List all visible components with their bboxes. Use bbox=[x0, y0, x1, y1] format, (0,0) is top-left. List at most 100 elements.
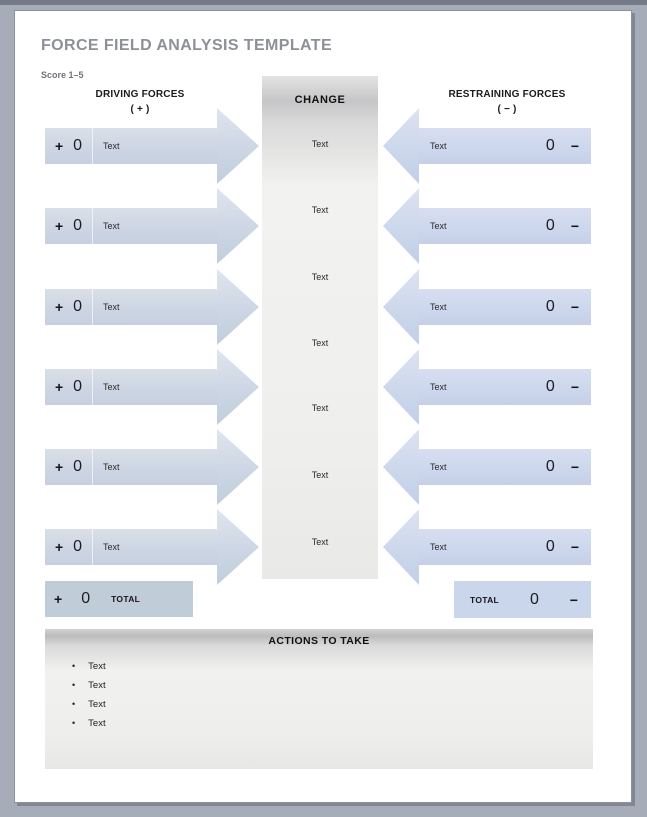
driving-forces-header: DRIVING FORCES ( + ) bbox=[35, 87, 245, 117]
restraining-bar: Text 0 − bbox=[418, 529, 591, 565]
restraining-total-row: TOTAL 0 − bbox=[454, 581, 591, 618]
restraining-forces-label: RESTRAINING FORCES bbox=[448, 89, 566, 100]
score-field[interactable]: 0 bbox=[73, 137, 83, 154]
restraining-forces-header: RESTRAINING FORCES ( − ) bbox=[401, 87, 613, 117]
driving-row: + 0 Text bbox=[45, 108, 259, 184]
plus-sign: + bbox=[54, 591, 63, 607]
force-text-field[interactable]: Text bbox=[103, 141, 120, 151]
force-text-field[interactable]: Text bbox=[103, 302, 120, 312]
arrow-right-icon bbox=[217, 509, 259, 585]
page-title: FORCE FIELD ANALYSIS TEMPLATE bbox=[41, 37, 333, 54]
change-text-field[interactable]: Text bbox=[311, 470, 329, 480]
bullet-icon: • bbox=[72, 699, 76, 709]
score-field[interactable]: 0 bbox=[73, 298, 83, 315]
force-text-field[interactable]: Text bbox=[430, 302, 447, 312]
driving-bar: + 0 Text bbox=[45, 208, 218, 244]
score-field[interactable]: 0 bbox=[73, 538, 83, 555]
score-field[interactable]: 0 bbox=[545, 298, 555, 315]
restraining-bar: Text 0 − bbox=[418, 449, 591, 485]
driving-bar: + 0 Text bbox=[45, 449, 218, 485]
restraining-row: Text 0 − bbox=[383, 429, 591, 505]
minus-sign: − bbox=[569, 591, 578, 608]
restraining-bar: Text 0 − bbox=[418, 369, 591, 405]
score-field[interactable]: 0 bbox=[545, 378, 555, 395]
restraining-bar: Text 0 − bbox=[418, 289, 591, 325]
minus-sign: − bbox=[570, 299, 579, 315]
action-text-field[interactable]: Text bbox=[88, 718, 106, 729]
force-text-field[interactable]: Text bbox=[430, 542, 447, 552]
score-cell: + 0 bbox=[45, 208, 93, 244]
total-score-field[interactable]: 0 bbox=[81, 590, 91, 607]
restraining-bar: Text 0 − bbox=[418, 128, 591, 164]
force-text-field[interactable]: Text bbox=[103, 462, 120, 472]
driving-row: + 0 Text bbox=[45, 269, 259, 345]
document-page: FORCE FIELD ANALYSIS TEMPLATE Score 1–5 … bbox=[14, 10, 632, 803]
restraining-bar: Text 0 − bbox=[418, 208, 591, 244]
action-text-field[interactable]: Text bbox=[88, 680, 106, 691]
arrow-right-icon bbox=[217, 429, 259, 505]
restraining-row: Text 0 − bbox=[383, 509, 591, 585]
restraining-forces-sign: ( − ) bbox=[497, 104, 517, 115]
plus-sign: + bbox=[54, 539, 64, 555]
score-field[interactable]: 0 bbox=[73, 378, 83, 395]
plus-sign: + bbox=[54, 138, 64, 154]
change-text-field[interactable]: Text bbox=[311, 537, 329, 547]
change-text-field[interactable]: Text bbox=[311, 338, 329, 348]
total-score-field[interactable]: 0 bbox=[529, 590, 539, 608]
score-field[interactable]: 0 bbox=[545, 137, 555, 154]
arrow-right-icon bbox=[217, 269, 259, 345]
minus-sign: − bbox=[570, 539, 579, 555]
score-cell: + 0 bbox=[45, 449, 93, 485]
driving-bar: + 0 Text bbox=[45, 529, 218, 565]
arrow-left-icon bbox=[383, 108, 419, 184]
score-note: Score 1–5 bbox=[41, 70, 84, 80]
force-text-field[interactable]: Text bbox=[430, 382, 447, 392]
driving-bar: + 0 Text bbox=[45, 369, 218, 405]
arrow-left-icon bbox=[383, 188, 419, 264]
change-text-field[interactable]: Text bbox=[311, 139, 329, 149]
total-label: TOTAL bbox=[470, 594, 500, 605]
force-text-field[interactable]: Text bbox=[430, 221, 447, 231]
action-text-field[interactable]: Text bbox=[88, 699, 106, 710]
force-text-field[interactable]: Text bbox=[430, 141, 447, 151]
list-item: • Text bbox=[45, 661, 593, 680]
score-cell: + 0 bbox=[45, 529, 93, 565]
plus-sign: + bbox=[54, 218, 64, 234]
force-text-field[interactable]: Text bbox=[103, 221, 120, 231]
change-text-field[interactable]: Text bbox=[311, 403, 329, 413]
list-item: • Text bbox=[45, 699, 593, 718]
score-cell: + 0 bbox=[45, 128, 93, 164]
arrow-right-icon bbox=[217, 188, 259, 264]
minus-sign: − bbox=[570, 379, 579, 395]
driving-forces-sign: ( + ) bbox=[130, 104, 150, 115]
force-text-field[interactable]: Text bbox=[103, 542, 120, 552]
actions-box: ACTIONS TO TAKE • Text • Text • Text • T… bbox=[45, 629, 593, 769]
total-label: TOTAL bbox=[111, 594, 141, 604]
restraining-row: Text 0 − bbox=[383, 108, 591, 184]
arrow-right-icon bbox=[217, 108, 259, 184]
force-text-field[interactable]: Text bbox=[430, 462, 447, 472]
change-header: CHANGE bbox=[294, 94, 346, 106]
arrow-right-icon bbox=[217, 349, 259, 425]
plus-sign: + bbox=[54, 299, 64, 315]
score-field[interactable]: 0 bbox=[545, 217, 555, 234]
window-top-edge bbox=[0, 0, 647, 5]
change-text-field[interactable]: Text bbox=[311, 205, 329, 215]
score-field[interactable]: 0 bbox=[73, 458, 83, 475]
score-field[interactable]: 0 bbox=[545, 458, 555, 475]
score-field[interactable]: 0 bbox=[545, 538, 555, 555]
arrow-left-icon bbox=[383, 429, 419, 505]
list-item: • Text bbox=[45, 680, 593, 699]
driving-row: + 0 Text bbox=[45, 509, 259, 585]
action-text-field[interactable]: Text bbox=[88, 661, 106, 672]
change-text-field[interactable]: Text bbox=[311, 272, 329, 282]
plus-sign: + bbox=[54, 379, 64, 395]
minus-sign: − bbox=[570, 138, 579, 154]
change-column: CHANGE Text Text Text Text Text Text Tex… bbox=[262, 76, 378, 579]
score-field[interactable]: 0 bbox=[73, 217, 83, 234]
actions-list: • Text • Text • Text • Text bbox=[45, 661, 593, 737]
driving-bar: + 0 Text bbox=[45, 289, 218, 325]
list-item: • Text bbox=[45, 718, 593, 737]
score-cell: + 0 bbox=[45, 369, 93, 405]
force-text-field[interactable]: Text bbox=[103, 382, 120, 392]
